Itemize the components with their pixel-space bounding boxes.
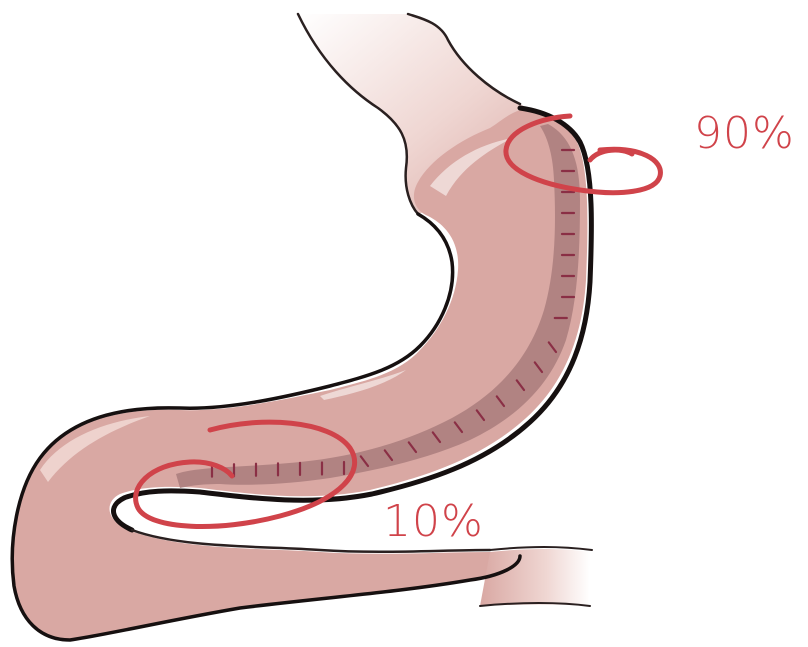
duodenum <box>480 549 590 606</box>
upper-percentage-label: 90% <box>694 112 795 156</box>
lower-percentage-label: 10% <box>383 500 484 544</box>
upper-circle-hook <box>590 150 632 160</box>
